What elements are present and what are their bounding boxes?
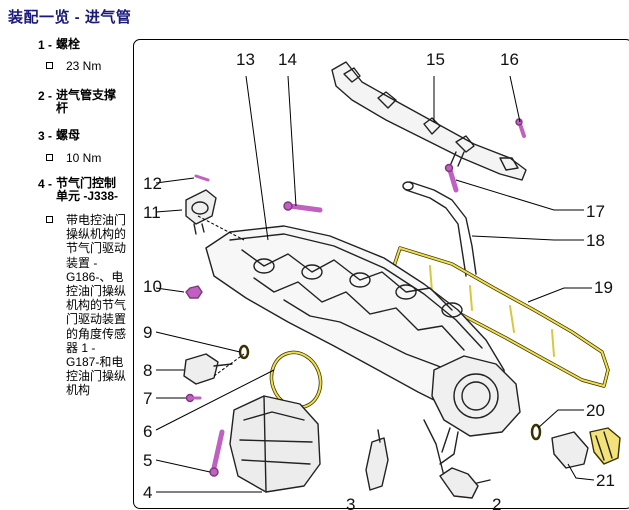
intake-manifold-drawing bbox=[205, 225, 521, 487]
legend-detail-text: 10 Nm bbox=[66, 151, 102, 165]
label-17: 17 bbox=[586, 202, 605, 221]
legend-part-name: 进气管支撑杆 bbox=[56, 88, 117, 115]
position-labels: 13 14 15 16 12 11 17 18 10 19 9 8 7 20 6… bbox=[143, 50, 615, 510]
label-19: 19 bbox=[594, 278, 613, 297]
label-21: 21 bbox=[596, 471, 615, 490]
label-6: 6 bbox=[143, 422, 152, 441]
label-3: 3 bbox=[346, 495, 355, 510]
legend-entry-3: 3 - 螺母 bbox=[0, 129, 134, 151]
legend-number: 4 - bbox=[37, 177, 52, 191]
legend-part-name: 节气门控制单元 -J338- bbox=[56, 176, 119, 203]
page-title: 装配一览 - 进气管 bbox=[8, 9, 132, 26]
label-16: 16 bbox=[500, 50, 519, 69]
label-15: 15 bbox=[426, 50, 445, 69]
legend-number: 3 - bbox=[37, 129, 52, 143]
label-7: 7 bbox=[143, 389, 152, 408]
exploded-view-drawing: 13 14 15 16 12 11 17 18 10 19 9 8 7 20 6… bbox=[143, 50, 621, 510]
connector-drawing bbox=[365, 429, 479, 499]
seal-ring-6-drawing bbox=[269, 350, 323, 410]
label-2: 2 bbox=[492, 495, 501, 510]
legend-detail: 10 Nm bbox=[0, 151, 134, 177]
hose-21-drawing bbox=[551, 427, 621, 469]
legend-detail: 带电控油门操纵机构的节气门驱动装置 -G186-、电控油门操纵机构的节气门驱动装… bbox=[0, 213, 134, 398]
throttle-unit-4-drawing bbox=[229, 395, 321, 493]
o-ring-20-drawing bbox=[530, 423, 542, 441]
legend-number: 2 - bbox=[37, 89, 52, 103]
legend-entry-4: 4 - 节气门控制单元 -J338- bbox=[0, 177, 134, 213]
label-10: 10 bbox=[143, 277, 162, 296]
exploded-view-diagram: 13 14 15 16 12 11 17 18 10 19 9 8 7 20 6… bbox=[133, 39, 629, 510]
o-ring-9-drawing bbox=[238, 344, 250, 360]
label-20: 20 bbox=[586, 401, 605, 420]
label-12: 12 bbox=[143, 174, 162, 193]
bolt-14-drawing bbox=[283, 201, 323, 213]
label-11: 11 bbox=[143, 203, 161, 222]
legend-detail-text: 23 Nm bbox=[66, 59, 102, 73]
legend-entry-1: 1 - 螺栓 bbox=[0, 38, 134, 68]
bolt-7-drawing bbox=[185, 393, 202, 403]
label-14: 14 bbox=[278, 50, 297, 69]
leader-lines bbox=[155, 75, 595, 493]
label-8: 8 bbox=[143, 361, 152, 380]
bolt-16-drawing bbox=[515, 118, 526, 138]
label-5: 5 bbox=[143, 451, 152, 470]
bullet-square-icon bbox=[46, 154, 53, 161]
sensor-11-drawing bbox=[185, 189, 217, 235]
bolt-17-drawing bbox=[444, 163, 459, 193]
bracket-8-drawing bbox=[183, 353, 233, 385]
label-4: 4 bbox=[143, 483, 152, 502]
label-9: 9 bbox=[143, 323, 152, 342]
legend-entry-2: 2 - 进气管支撑杆 bbox=[0, 89, 134, 129]
legend-detail-text: 带电控油门操纵机构的节气门驱动装置 -G186-、电控油门操纵机构的节气门驱动装… bbox=[66, 213, 127, 398]
legend-part-name: 螺栓 bbox=[56, 37, 81, 51]
parts-legend: 1 - 螺栓 23 Nm 2 - 进气管支撑杆 3 - 螺母 10 Nm 4 -… bbox=[0, 38, 134, 398]
bolt-5-drawing bbox=[209, 429, 225, 477]
label-18: 18 bbox=[586, 231, 605, 250]
legend-part-name: 螺母 bbox=[56, 128, 81, 142]
legend-detail: 23 Nm bbox=[0, 59, 134, 89]
bullet-square-icon bbox=[46, 216, 53, 223]
legend-number: 1 - bbox=[37, 38, 52, 52]
bullet-square-icon bbox=[46, 62, 53, 69]
nut-10-drawing bbox=[185, 285, 203, 299]
label-13: 13 bbox=[236, 50, 255, 69]
bolt-12-drawing bbox=[194, 174, 210, 182]
hose-18-drawing bbox=[402, 181, 477, 277]
fuel-rail-drawing bbox=[331, 61, 527, 181]
